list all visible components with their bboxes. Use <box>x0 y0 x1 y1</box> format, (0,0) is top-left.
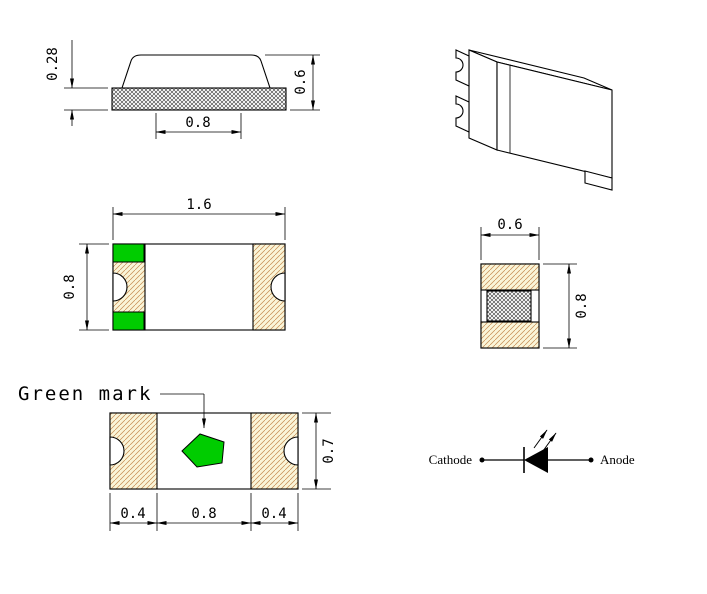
package-front-face <box>496 61 613 179</box>
top-view: 1.6 0.8 <box>62 197 286 331</box>
diode-triangle <box>524 447 548 473</box>
castellation-notch-left <box>109 436 125 466</box>
green-mark-shape <box>181 433 225 468</box>
terminal-foot <box>584 170 613 191</box>
epoxy-body <box>121 54 271 89</box>
dim-pad-layout: 0.4 0.8 0.4 <box>109 493 299 531</box>
front-view: 0.28 0.6 0.8 <box>45 40 320 139</box>
dim-text-body-width: 0.8 <box>185 115 210 131</box>
polarity-symbol: Cathode Anode <box>429 429 635 473</box>
bottom-view: Green mark 0.4 0.8 0.4 0.7 <box>18 383 337 531</box>
dim-text-right-pad: 0.4 <box>261 506 286 522</box>
dim-length: 1.6 <box>112 197 286 240</box>
top-terminal <box>480 263 540 291</box>
bottom-terminal <box>480 321 540 349</box>
green-mark-top <box>112 243 145 263</box>
perspective-view <box>455 49 613 191</box>
castellation-metal <box>486 290 532 322</box>
end-view: 0.6 0.8 <box>480 217 590 349</box>
dim-body-width: 0.8 <box>155 113 242 139</box>
light-emission-arrow <box>533 429 548 449</box>
substrate <box>111 87 287 111</box>
dim-text-total-height: 0.6 <box>293 69 309 94</box>
castellation-tab-bottom <box>455 95 470 133</box>
dim-text-substrate-thickness: 0.28 <box>45 47 61 81</box>
dim-text-left-pad: 0.4 <box>120 506 145 522</box>
cathode-label: Cathode <box>429 452 473 467</box>
anode-label: Anode <box>600 452 635 467</box>
dim-height: 0.8 <box>543 263 590 349</box>
green-mark-callout: Green mark <box>18 383 206 429</box>
dim-substrate-thickness: 0.28 <box>45 40 108 126</box>
dim-width: 0.8 <box>62 243 109 331</box>
dim-text-height: 0.8 <box>574 293 590 318</box>
dim-text-length: 1.6 <box>186 197 211 213</box>
dim-text-center-pad: 0.8 <box>191 506 216 522</box>
green-mark-bottom <box>112 311 145 331</box>
anode-terminal-dot <box>588 457 594 463</box>
castellation-tab-top <box>455 49 470 87</box>
dim-pad-width: 0.7 <box>302 412 337 490</box>
castellation-notch-left <box>112 272 128 302</box>
dim-text-width: 0.8 <box>62 274 78 299</box>
green-mark-label: Green mark <box>18 383 152 405</box>
dim-text-pad-width: 0.7 <box>321 438 337 463</box>
castellation-notch-right <box>270 272 286 302</box>
dim-text-depth: 0.6 <box>497 217 522 233</box>
dim-total-height: 0.6 <box>265 54 320 111</box>
dim-depth: 0.6 <box>480 217 540 260</box>
castellation-notch-right <box>283 436 299 466</box>
light-emission-arrow <box>542 432 557 452</box>
package-end-face <box>468 49 498 151</box>
